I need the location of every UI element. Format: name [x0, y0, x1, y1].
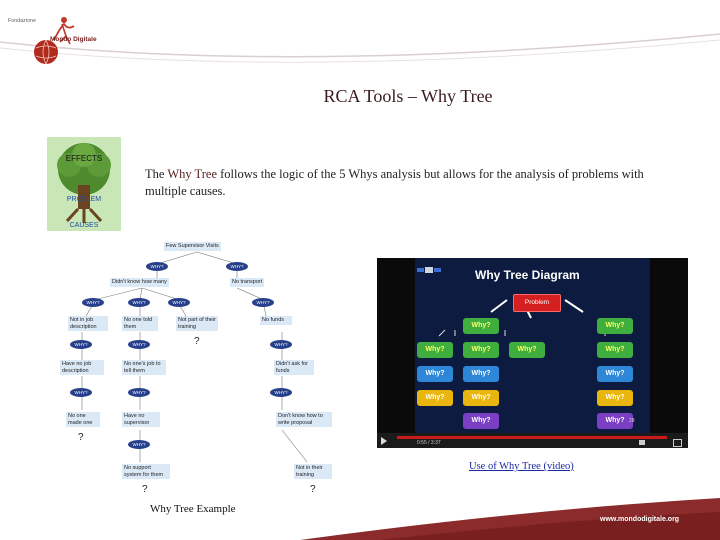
video-why-box: Why?: [597, 390, 633, 406]
video-why-box: Why?: [417, 342, 453, 358]
video-why-box: Why?: [509, 342, 545, 358]
logo: Fondazione Mondo Digitale: [8, 8, 118, 72]
why-bubble: WHY?: [146, 262, 168, 271]
video-why-box: Why?: [597, 366, 633, 382]
intro-after: follows the logic of the 5 Whys analysis…: [145, 167, 644, 198]
why-bubble: WHY?: [128, 298, 150, 307]
fullscreen-icon[interactable]: [673, 439, 682, 447]
tree-illustration: EFFECTS PROBLEM CAUSES: [47, 137, 121, 231]
video-link[interactable]: Use of Why Tree (video): [469, 461, 574, 472]
intro-paragraph: The Why Tree follows the logic of the 5 …: [145, 166, 665, 200]
diagram-node: Not in their training: [294, 464, 332, 479]
video-why-box: Why?: [463, 413, 499, 429]
video-why-box: Why?: [463, 318, 499, 334]
video-problem-box: Problem: [513, 294, 561, 312]
tree-causes-label: CAUSES: [70, 222, 99, 229]
video-why-box: Why?: [597, 413, 633, 429]
why-tree-example-diagram: Few Supervisor Visits WHY? WHY? Didn't k…: [52, 240, 342, 510]
diagram-node: Not in job description: [68, 316, 108, 331]
diagram-node: Don't know how to write proposal: [276, 412, 332, 427]
video-progress-bar[interactable]: [397, 436, 667, 439]
video-frame[interactable]: Why Tree Diagram Problem Why? Why? Why? …: [415, 258, 650, 433]
video-why-box: Why?: [463, 390, 499, 406]
why-bubble: WHY?: [82, 298, 104, 307]
why-bubble: WHY?: [70, 388, 92, 397]
why-bubble: WHY?: [128, 340, 150, 349]
intro-before: The: [145, 167, 167, 181]
diagram-node: No support system for them: [122, 464, 170, 479]
diagram-node: No one made one: [66, 412, 100, 427]
why-bubble: WHY?: [270, 388, 292, 397]
why-bubble: WHY?: [128, 440, 150, 449]
footer-url: www.mondodigitale.org: [600, 516, 679, 523]
logo-name: Mondo Digitale: [50, 36, 97, 43]
tree-effects-label: EFFECTS: [66, 154, 102, 163]
video-why-box: Why?: [597, 318, 633, 334]
why-bubble: WHY?: [252, 298, 274, 307]
diagram-node: Didn't ask for funds: [274, 360, 314, 375]
diagram-node: Didn't know how many: [110, 278, 169, 287]
why-bubble: WHY?: [270, 340, 292, 349]
video-title: Why Tree Diagram: [475, 268, 580, 282]
diagram-node: No funds: [260, 316, 292, 325]
diagram-node: Not part of their training: [176, 316, 218, 331]
why-bubble: WHY?: [128, 388, 150, 397]
video-why-box: Why?: [417, 366, 453, 382]
why-bubble: WHY?: [70, 340, 92, 349]
diagram-node: Have no supervisor: [122, 412, 160, 427]
diagram-node: No one's job to tell them: [122, 360, 166, 375]
video-why-box: Why?: [417, 390, 453, 406]
question-mark: ?: [78, 432, 84, 443]
page-title: RCA Tools – Why Tree: [0, 86, 720, 107]
video-controls[interactable]: 0:55 / 3:37: [377, 433, 688, 448]
video-time: 0:55 / 3:37: [417, 440, 441, 446]
why-bubble: WHY?: [168, 298, 190, 307]
video-slide-number: 28: [629, 418, 635, 424]
question-mark: ?: [194, 336, 200, 347]
volume-icon[interactable]: [639, 440, 645, 445]
intro-emphasis: Why Tree: [167, 167, 217, 181]
diagram-node: No one told them: [122, 316, 158, 331]
video-why-box: Why?: [597, 342, 633, 358]
diagram-node: No transport: [230, 278, 264, 287]
tree-problem-label: PROBLEM: [67, 196, 101, 203]
play-icon[interactable]: [381, 437, 387, 445]
video-why-box: Why?: [463, 342, 499, 358]
diagram-top-node: Few Supervisor Visits: [164, 242, 221, 251]
video-why-box: Why?: [463, 366, 499, 382]
diagram-node: Have no job description: [60, 360, 104, 375]
logo-foundation-label: Fondazione: [8, 18, 36, 24]
satellite-icon: [417, 262, 441, 278]
why-bubble: WHY?: [226, 262, 248, 271]
video-player[interactable]: Why Tree Diagram Problem Why? Why? Why? …: [377, 258, 688, 448]
footer-swoosh: [0, 490, 720, 540]
video-progress-fill: [397, 436, 667, 439]
